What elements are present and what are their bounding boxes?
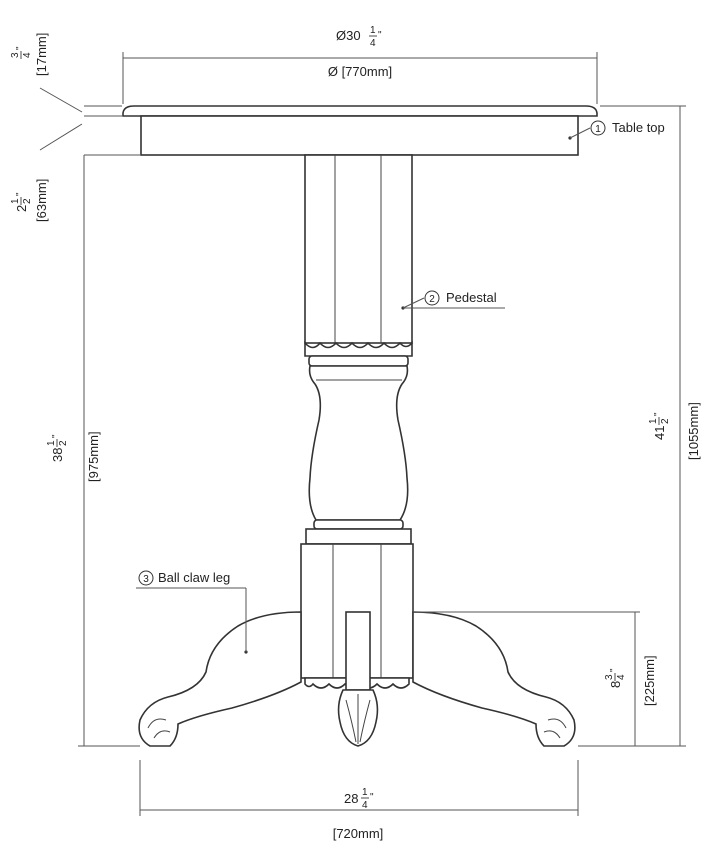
- under-height-num: 1: [46, 440, 57, 446]
- total-height-mm: [1055mm]: [686, 402, 701, 460]
- base-width-whole: 28: [344, 791, 358, 806]
- top-diameter-den: 4: [370, 38, 376, 49]
- callout-table-top: 1 Table top: [569, 120, 665, 139]
- apron-height-num: 1: [10, 198, 21, 204]
- leg-height-num: 3: [604, 674, 615, 680]
- top-thickness-label: 3 4 " [17mm]: [10, 33, 49, 76]
- apron-height-label: 2 1 2 " [63mm]: [10, 179, 49, 222]
- leg-height-label: 8 3 4 " [225mm]: [604, 655, 657, 706]
- top-thickness-num: 3: [10, 52, 21, 58]
- callout-label: Ball claw leg: [158, 570, 230, 585]
- under-height-whole: 38: [50, 448, 65, 462]
- leg-height-unit: ": [609, 668, 620, 672]
- callout-number: 1: [595, 124, 601, 135]
- top-diameter-whole: Ø30: [336, 28, 361, 43]
- top-diameter-unit: ": [378, 30, 382, 41]
- total-height-label: 41 1 2 " [1055mm]: [648, 402, 701, 460]
- callout-ball-claw-leg: 3 Ball claw leg: [136, 570, 247, 652]
- top-diameter-num: 1: [370, 25, 376, 36]
- base-width-den: 4: [362, 800, 368, 811]
- callout-label: Table top: [612, 120, 665, 135]
- apron-height-whole: 2: [14, 205, 29, 212]
- apron-height-unit: ": [15, 192, 26, 196]
- leg-height-den: 4: [616, 674, 627, 680]
- callout-label: Pedestal: [446, 290, 497, 305]
- pedestal-column: [300, 154, 414, 689]
- total-height-den: 2: [660, 418, 671, 424]
- under-height-unit: ": [51, 434, 62, 438]
- top-thickness-mm: [17mm]: [34, 33, 49, 76]
- base-width-num: 1: [362, 787, 368, 798]
- total-height-unit: ": [653, 412, 664, 416]
- ball-claw-legs: [138, 611, 576, 747]
- apron-height-den: 2: [22, 198, 33, 204]
- leg-height-mm: [225mm]: [642, 655, 657, 706]
- callout-pedestal: 2 Pedestal: [402, 290, 505, 309]
- top-thickness-unit: ": [15, 46, 26, 50]
- base-width-unit: ": [370, 792, 374, 803]
- total-height-whole: 41: [652, 426, 667, 440]
- callout-number: 3: [143, 574, 149, 585]
- callout-number: 2: [429, 294, 435, 305]
- under-height-mm: [975mm]: [86, 431, 101, 482]
- table-top: [122, 105, 598, 156]
- base-width-label: 28 1 4 " [720mm]: [333, 787, 384, 841]
- under-height-label: 38 1 2 " [975mm]: [46, 431, 101, 482]
- top-diameter-label: Ø30 1 4 " Ø [770mm]: [328, 25, 392, 79]
- dimension-lines: [39, 52, 686, 816]
- base-width-mm: [720mm]: [333, 826, 384, 841]
- total-height-num: 1: [648, 418, 659, 424]
- top-thickness-den: 4: [22, 52, 33, 58]
- leg-height-whole: 8: [608, 681, 623, 688]
- top-diameter-mm: Ø [770mm]: [328, 64, 392, 79]
- under-height-den: 2: [58, 440, 69, 446]
- apron-height-mm: [63mm]: [34, 179, 49, 222]
